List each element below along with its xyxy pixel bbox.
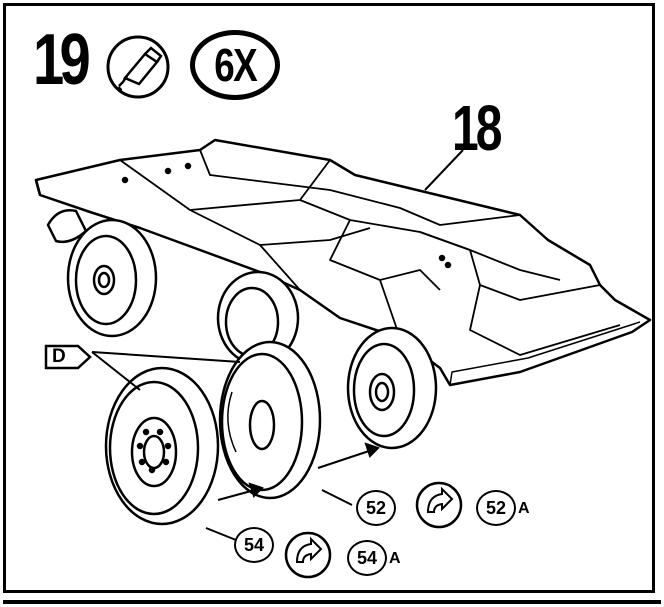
subassembly-tag [44,344,92,370]
step-number: 19 [33,20,91,100]
part-number-54: 54 [243,534,265,555]
rotate-arrow-icon [415,481,463,529]
callout-part-52-variant: 52 [476,490,516,526]
callout-part-54-variant: 54 [347,540,387,576]
bottom-rule [3,600,661,604]
callout-part-52: 52 [356,490,396,526]
part-suffix-54a: A [389,550,401,567]
quantity-label: 6X [214,39,257,91]
part-suffix-52a: A [518,500,530,517]
part-number-52: 52 [365,497,387,518]
part-variant-54: 54 [356,547,378,568]
quantity-badge: 6X [190,30,280,100]
glue-tube-icon [106,35,170,99]
callout-part-54: 54 [234,527,274,563]
reference-part-number: 18 [452,92,502,164]
subassembly-label: D [52,346,66,367]
rotate-arrow-icon [284,531,332,579]
part-variant-52: 52 [485,497,507,518]
